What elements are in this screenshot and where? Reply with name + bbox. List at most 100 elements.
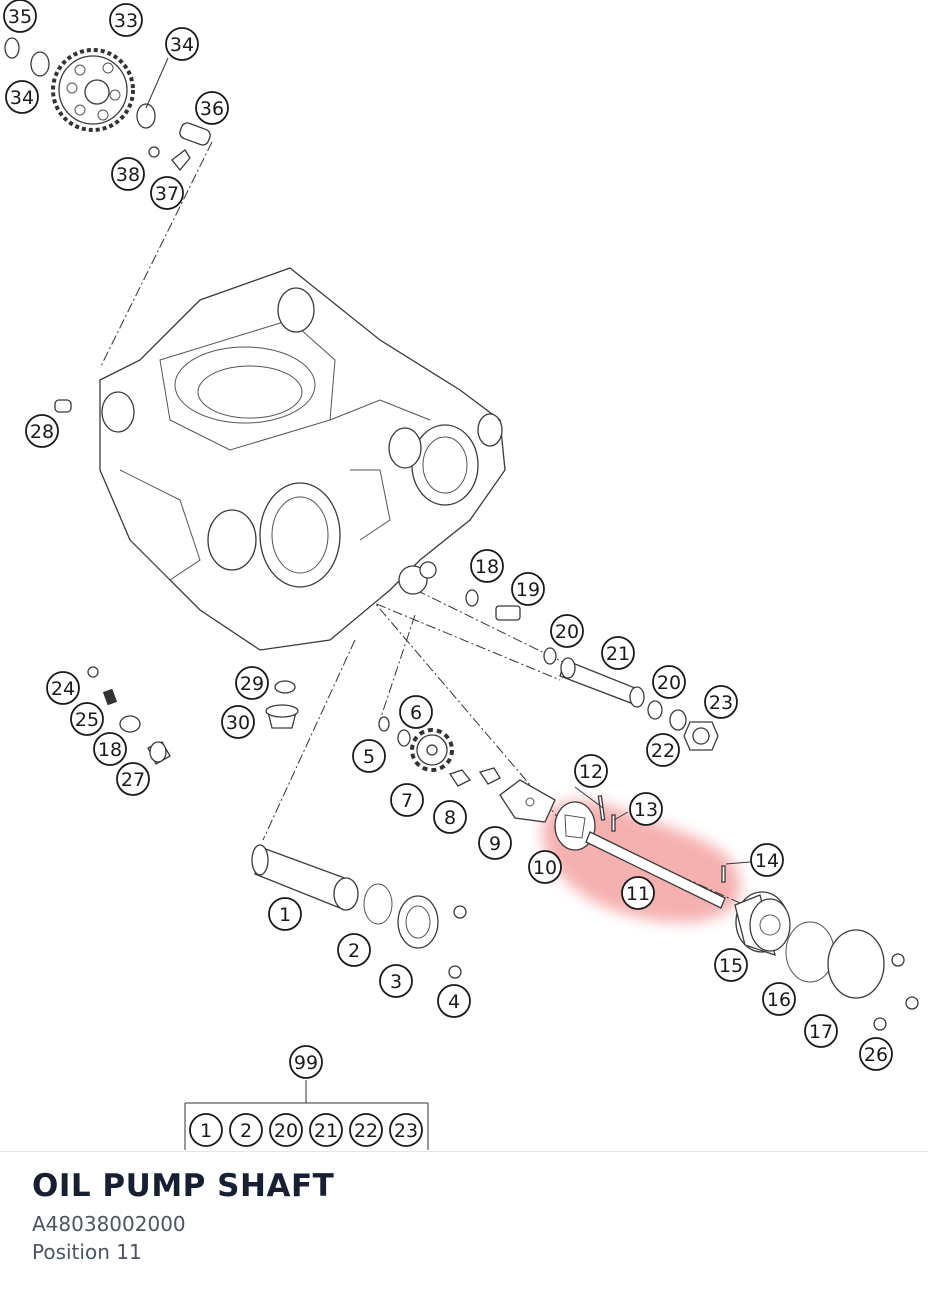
callout-18[interactable]: 18	[470, 549, 504, 583]
svg-text:36: 36	[200, 98, 224, 120]
svg-text:33: 33	[114, 10, 138, 32]
callout-35[interactable]: 35	[3, 0, 37, 33]
callout-18[interactable]: 18	[93, 732, 127, 766]
pressure-valve-parts	[87, 666, 171, 765]
callout-4[interactable]: 4	[437, 984, 471, 1018]
svg-text:29: 29	[240, 673, 264, 695]
oil-pump-parts	[499, 779, 919, 1031]
svg-text:8: 8	[444, 807, 456, 829]
callout-30[interactable]: 30	[221, 705, 255, 739]
callout-6[interactable]: 6	[399, 695, 433, 729]
svg-text:12: 12	[579, 761, 603, 783]
exploded-parts-diagram: 3533343436383728181920212023222425182729…	[3, 0, 919, 1150]
callout-28[interactable]: 28	[25, 414, 59, 448]
svg-text:6: 6	[410, 702, 422, 724]
svg-text:4: 4	[448, 991, 460, 1013]
svg-text:25: 25	[75, 709, 99, 731]
pump-gear-parts	[378, 716, 501, 787]
svg-text:3: 3	[390, 971, 402, 993]
callout-24[interactable]: 24	[46, 671, 80, 705]
svg-text:9: 9	[489, 833, 501, 855]
callout-36[interactable]: 36	[195, 91, 229, 125]
svg-text:99: 99	[294, 1052, 318, 1074]
part-number: A48038002000	[32, 1212, 186, 1236]
part-position: Position 11	[32, 1240, 142, 1264]
callout-7[interactable]: 7	[390, 783, 424, 817]
kit-item-23[interactable]: 23	[389, 1113, 423, 1147]
svg-text:2: 2	[240, 1120, 252, 1142]
svg-text:15: 15	[719, 955, 743, 977]
svg-text:14: 14	[755, 850, 779, 872]
svg-text:34: 34	[10, 87, 34, 109]
callout-15[interactable]: 15	[714, 948, 748, 982]
callout-21[interactable]: 21	[601, 636, 635, 670]
callout-33[interactable]: 33	[109, 3, 143, 37]
svg-text:5: 5	[363, 746, 375, 768]
svg-text:28: 28	[30, 421, 54, 443]
kit-item-20[interactable]: 20	[269, 1113, 303, 1147]
kit-item-2[interactable]: 2	[229, 1113, 263, 1147]
callout-1[interactable]: 1	[268, 897, 302, 931]
callout-22[interactable]: 22	[646, 733, 680, 767]
callout-13[interactable]: 13	[629, 792, 663, 826]
callout-9[interactable]: 9	[478, 826, 512, 860]
callout-17[interactable]: 17	[804, 1014, 838, 1048]
svg-text:20: 20	[657, 672, 681, 694]
svg-text:21: 21	[314, 1120, 338, 1142]
callout-8[interactable]: 8	[433, 800, 467, 834]
svg-text:23: 23	[394, 1120, 418, 1142]
callout-34[interactable]: 34	[5, 80, 39, 114]
svg-text:13: 13	[634, 799, 658, 821]
callout-5[interactable]: 5	[352, 739, 386, 773]
callout-14[interactable]: 14	[750, 843, 784, 877]
svg-text:35: 35	[8, 6, 32, 28]
callout-38[interactable]: 38	[111, 157, 145, 191]
callout-10[interactable]: 10	[528, 850, 562, 884]
callout-25[interactable]: 25	[70, 702, 104, 736]
svg-text:2: 2	[348, 940, 360, 962]
callout-29[interactable]: 29	[235, 666, 269, 700]
svg-text:11: 11	[626, 883, 650, 905]
svg-text:20: 20	[555, 621, 579, 643]
callout-20[interactable]: 20	[550, 614, 584, 648]
callout-3[interactable]: 3	[379, 964, 413, 998]
svg-text:23: 23	[709, 692, 733, 714]
kit-item-22[interactable]: 22	[349, 1113, 383, 1147]
svg-text:24: 24	[51, 678, 75, 700]
part-info-panel: OIL PUMP SHAFT A48038002000 Position 11	[0, 1151, 928, 1291]
callout-16[interactable]: 16	[762, 982, 796, 1016]
callout-leaders	[145, 57, 751, 1150]
svg-text:21: 21	[606, 643, 630, 665]
crankcase-housing	[99, 267, 506, 651]
callout-12[interactable]: 12	[574, 754, 608, 788]
callout-23[interactable]: 23	[704, 685, 738, 719]
svg-text:22: 22	[651, 740, 675, 762]
callout-34[interactable]: 34	[165, 27, 199, 61]
svg-text:30: 30	[226, 712, 250, 734]
part-name: OIL PUMP SHAFT	[32, 1168, 335, 1204]
callout-2[interactable]: 2	[337, 933, 371, 967]
callout-20[interactable]: 20	[652, 665, 686, 699]
kit-item-21[interactable]: 21	[309, 1113, 343, 1147]
svg-text:18: 18	[98, 739, 122, 761]
callout-37[interactable]: 37	[150, 176, 184, 210]
callout-99[interactable]: 99	[289, 1045, 323, 1079]
kit-item-1[interactable]: 1	[189, 1113, 223, 1147]
callout-11[interactable]: 11	[621, 876, 655, 910]
plug-parts-29-30	[265, 680, 299, 729]
svg-text:1: 1	[279, 904, 291, 926]
svg-text:20: 20	[274, 1120, 298, 1142]
svg-text:27: 27	[121, 769, 145, 791]
svg-text:10: 10	[533, 857, 557, 879]
callout-19[interactable]: 19	[511, 572, 545, 606]
shaft-assembly-18-23	[465, 589, 719, 751]
svg-text:34: 34	[170, 34, 194, 56]
callout-27[interactable]: 27	[116, 762, 150, 796]
oil-filter-parts	[251, 844, 467, 979]
svg-text:19: 19	[516, 579, 540, 601]
callout-26[interactable]: 26	[859, 1037, 893, 1071]
svg-text:38: 38	[116, 164, 140, 186]
svg-text:18: 18	[475, 556, 499, 578]
